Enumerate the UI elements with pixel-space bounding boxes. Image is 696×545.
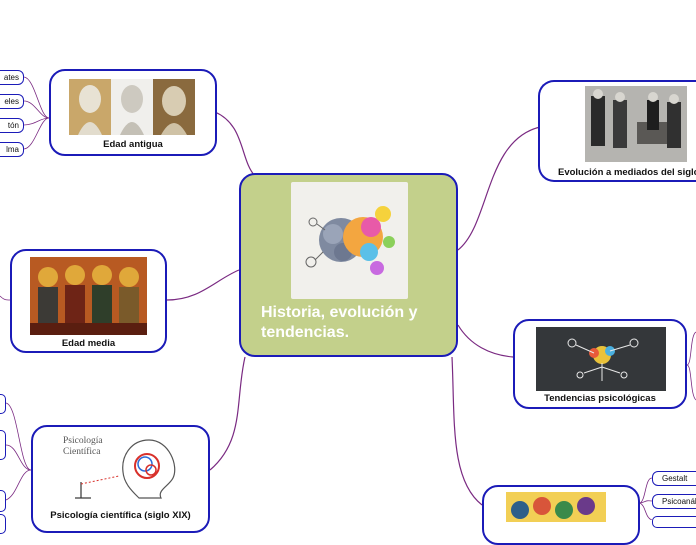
topic-label: Tendencias psicológicas — [544, 393, 656, 404]
topic-tendencias[interactable]: Tendencias psicológicas — [513, 319, 687, 409]
greek-busts-image — [69, 79, 195, 135]
central-title: Historia, evolución y tendencias. — [261, 304, 418, 341]
central-topic[interactable]: Historia, evolución y tendencias. — [239, 173, 458, 357]
leaf-stub[interactable] — [0, 430, 6, 460]
leaf-stub[interactable] — [652, 516, 696, 528]
colorful-heads-image — [506, 492, 606, 522]
connector-lines — [0, 76, 696, 520]
topic-label: Edad media — [61, 338, 116, 349]
link-center-antigua — [214, 111, 256, 177]
topic-edad-media[interactable]: Edad media — [10, 249, 167, 353]
leaf-antigua-3[interactable]: tón — [0, 118, 24, 133]
laboratory-photo-image — [585, 86, 687, 162]
leaf-stub[interactable] — [0, 514, 6, 534]
link-center-bottomright — [451, 356, 483, 506]
leaf-psicoanalisis[interactable]: Psicoanáli — [652, 494, 696, 509]
link-center-tendencias — [457, 324, 514, 358]
topic-label: Evolución a mediados del siglo — [558, 167, 696, 178]
leaf-antigua-2[interactable]: eles — [0, 94, 24, 109]
leaf-stub[interactable] — [0, 394, 6, 414]
leaf-stub[interactable] — [0, 490, 6, 512]
topic-evolucion[interactable]: Evolución a mediados del siglo — [538, 80, 696, 182]
link-center-evolucion — [457, 126, 541, 251]
brain-chalkboard-image — [536, 327, 666, 391]
brain-illustration — [291, 182, 408, 299]
topic-edad-antigua[interactable]: Edad antigua — [49, 69, 217, 156]
leaf-antigua-1[interactable]: ates — [0, 70, 24, 85]
medieval-painting-image — [30, 257, 147, 335]
image-caption: Psicología Científica — [63, 436, 103, 457]
leaf-gestalt[interactable]: Gestalt — [652, 471, 696, 486]
leaf-antigua-4[interactable]: lma — [0, 142, 24, 157]
topic-bottom-right[interactable] — [482, 485, 640, 545]
topic-label: Psicología científica (siglo XIX) — [50, 510, 191, 521]
link-center-media — [166, 269, 240, 301]
topic-label: Edad antigua — [103, 139, 163, 150]
link-center-cientifica — [209, 356, 246, 471]
topic-psicologia-cientifica[interactable]: Psicología Científica Psicología científ… — [31, 425, 210, 533]
psicologia-cientifica-image: Psicología Científica — [61, 432, 185, 502]
